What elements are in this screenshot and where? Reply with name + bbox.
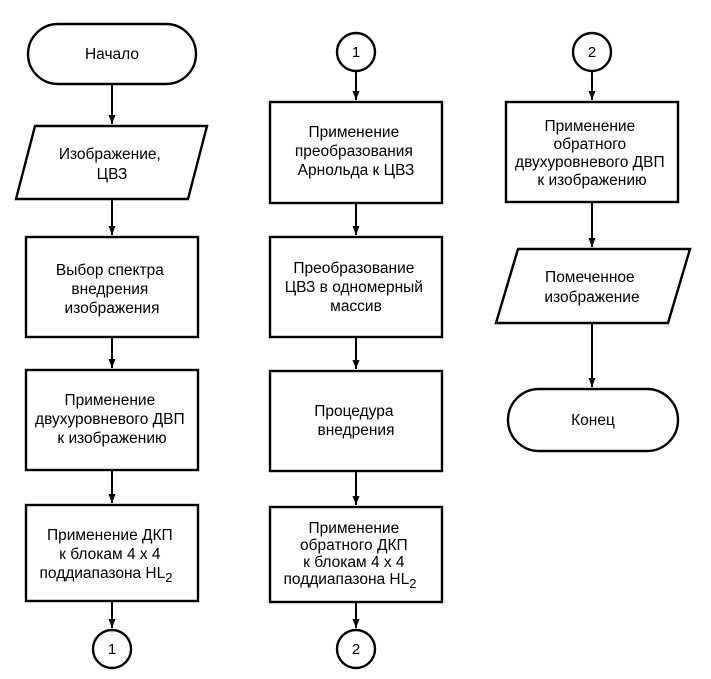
process-apply-dct-text: Применение ДКП к блокам 4 x 4 поддиапазо… bbox=[40, 527, 177, 585]
process-arnold-transform: Применение преобразования Арнольда к ЦВЗ bbox=[268, 100, 444, 205]
svg-text:2: 2 bbox=[588, 44, 596, 61]
connector-in-2: 2 bbox=[571, 31, 613, 73]
svg-text:1: 1 bbox=[352, 44, 360, 61]
output-marked-image: Помеченное изображение bbox=[494, 247, 692, 325]
process-inverse-dct-text: Применение обратного ДКП к блокам 4 x 4 … bbox=[284, 520, 417, 591]
process-1d-array: Преобразование ЦВЗ в одномерный массив bbox=[268, 235, 444, 339]
process-embedding-text: Процедура внедрения bbox=[314, 403, 398, 439]
end-terminator: Конец bbox=[506, 387, 680, 453]
input-image-wm: Изображение, ЦВЗ bbox=[14, 124, 209, 201]
process-apply-dwt: Применение двухуровневого ДВП к изображе… bbox=[24, 368, 200, 472]
input-image-wm-text: Изображение, ЦВЗ bbox=[59, 146, 165, 183]
process-embedding: Процедура внедрения bbox=[268, 369, 444, 473]
svg-text:2: 2 bbox=[352, 641, 360, 658]
process-inverse-dwt: Применение обратного двухуровневого ДВП … bbox=[504, 100, 680, 204]
process-inverse-dct: Применение обратного ДКП к блокам 4 x 4 … bbox=[268, 505, 444, 604]
process-arnold-transform-text: Применение преобразования Арнольда к ЦВЗ bbox=[295, 124, 417, 179]
connector-out-2: 2 bbox=[335, 628, 377, 670]
output-marked-image-text: Помеченное изображение bbox=[544, 269, 639, 306]
end-label: Конец bbox=[571, 412, 615, 429]
process-1d-array-text: Преобразование ЦВЗ в одномерный массив bbox=[285, 260, 428, 315]
start-terminator: Начало bbox=[26, 22, 198, 86]
process-apply-dct: Применение ДКП к блокам 4 x 4 поддиапазо… bbox=[24, 503, 200, 603]
process-apply-dwt-text: Применение двухуровневого ДВП к изображе… bbox=[35, 392, 189, 447]
connector-out-1: 1 bbox=[91, 628, 133, 670]
start-label: Начало bbox=[85, 46, 139, 63]
svg-text:1: 1 bbox=[108, 641, 116, 658]
process-inverse-dwt-text: Применение обратного двухуровневого ДВП … bbox=[515, 118, 669, 189]
process-select-spectrum-text: Выбор спектра внедрения изображения bbox=[56, 262, 168, 317]
process-select-spectrum: Выбор спектра внедрения изображения bbox=[24, 235, 200, 339]
connector-in-1: 1 bbox=[335, 31, 377, 73]
